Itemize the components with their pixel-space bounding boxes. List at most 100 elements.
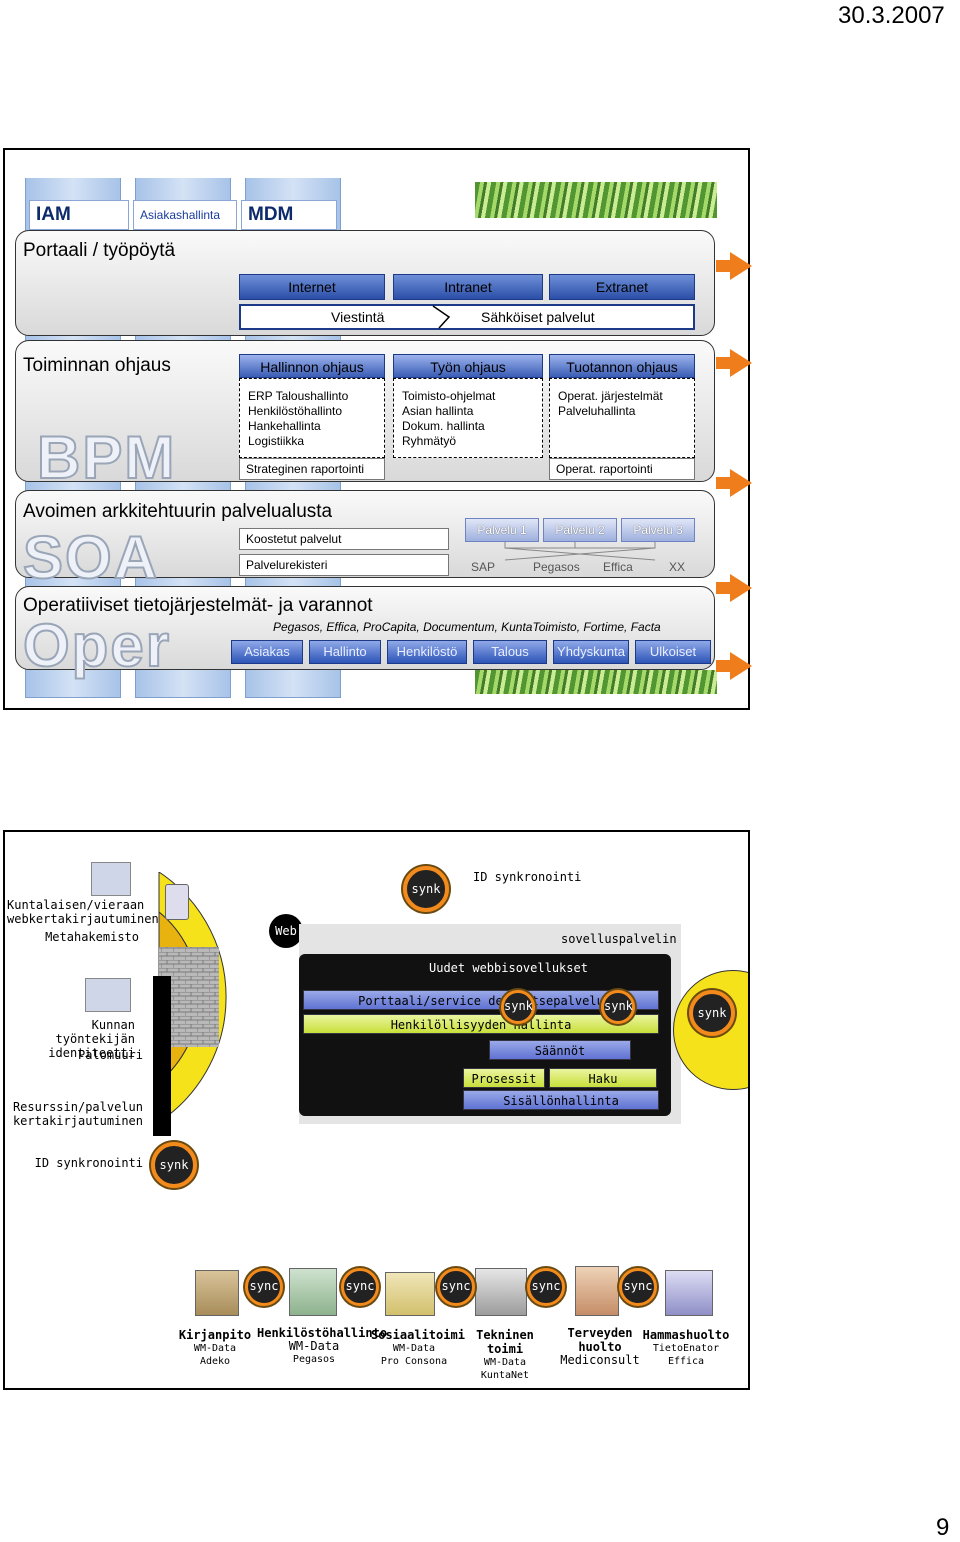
strateginen-raportointi: Strateginen raportointi (239, 458, 385, 480)
item: Logistiikka (248, 434, 305, 448)
soa-title: Avoimen arkkitehtuurin palvelualusta (23, 501, 333, 522)
synk-node-right: synk (689, 990, 735, 1036)
org-name: Sosiaalitoimi (371, 1328, 465, 1342)
item: Dokum. hallinta (402, 419, 485, 433)
label-kuntalaisen: Kuntalaisen/vieraan webkertakirjautumine… (7, 898, 159, 926)
col-tyon-items: Toimisto-ohjelmat Asian hallinta Dokum. … (393, 378, 543, 458)
backend-pegasos: Pegasos (533, 560, 580, 574)
org-line: WM-Data (392, 1343, 436, 1354)
domain-talous: Talous (473, 640, 547, 664)
org-line: WM-Data (288, 1339, 340, 1353)
org-terveyden-huolto: Terveyden huolto Mediconsult (557, 1326, 643, 1367)
domain-henkilosto: Henkilöstö (387, 640, 467, 664)
uudet-label: Uudet webbisovellukset (429, 961, 588, 975)
tab-iam: IAM (29, 200, 129, 230)
web-label: Web (275, 924, 297, 938)
saannot-bar: Säännöt (489, 1040, 631, 1060)
sync-label: sync (531, 1279, 561, 1293)
col-hallinnon-header: Hallinnon ohjaus (239, 354, 385, 378)
domain-yhdyskunta: Yhdyskunta (553, 640, 629, 664)
org-kirjanpito: Kirjanpito WM-Data Adeko (175, 1328, 255, 1368)
label-kunnan: Kunnan työntekijän identiteetti (48, 1018, 135, 1060)
org-line: Adeko (199, 1356, 231, 1367)
user-photo-icon (91, 862, 131, 896)
building-icon (475, 1268, 527, 1316)
toiminnan-title: Toiminnan ohjaus (23, 355, 171, 376)
arrow-stub (716, 260, 730, 272)
label-metahakemisto: Metahakemisto (45, 930, 139, 944)
sovelluspalvelin-label: sovelluspalvelin (561, 932, 677, 946)
net-internet: Internet (239, 274, 385, 300)
net-intranet: Intranet (393, 274, 543, 300)
oper-title: Operatiiviset tietojärjestelmät- ja vara… (23, 595, 373, 616)
synk-label: synk (411, 882, 441, 896)
building-icon (195, 1270, 239, 1316)
date: 30.3.2007 (838, 2, 945, 29)
synk-node-inner-2: synk (601, 990, 635, 1024)
sync-label: sync (249, 1279, 279, 1293)
koostetut-palvelut: Koostetut palvelut (239, 528, 449, 550)
item: Operat. järjestelmät (558, 389, 663, 403)
org-line: Mediconsult (560, 1353, 640, 1367)
haku-bar: Haku (549, 1068, 657, 1088)
zigzag-divider (432, 305, 451, 329)
sync-label: sync (623, 1279, 653, 1293)
synk-label: synk (604, 999, 633, 1013)
org-name: Tekninen toimi (476, 1328, 534, 1356)
pda-icon (165, 884, 189, 920)
grass-strip-bottom (475, 670, 717, 694)
org-line: WM-Data (193, 1343, 237, 1354)
building-icon (289, 1268, 337, 1316)
bpm-watermark: BPM (36, 424, 177, 491)
soa-watermark: SOA (22, 524, 160, 591)
org-name: Hammashuolto (642, 1328, 730, 1342)
service-2: Palvelu 2 (543, 518, 617, 542)
grass-strip-top (475, 182, 717, 218)
item: Palveluhallinta (558, 404, 636, 418)
tab-asiakashallinta: Asiakashallinta (133, 200, 237, 230)
sisallon-bar: Sisällönhallinta (463, 1090, 659, 1110)
architecture-slide: IAM Asiakashallinta MDM Portaali / työpö… (3, 148, 750, 710)
arrow-right-icon (730, 469, 752, 497)
org-line: Pegasos (292, 1354, 336, 1365)
viestinta-box (239, 304, 695, 330)
item: Ryhmätyö (402, 434, 457, 448)
service-1: Palvelu 1 (465, 518, 539, 542)
identity-slide: Kuntalaisen/vieraan webkertakirjautumine… (3, 830, 750, 1390)
org-line: Effica (667, 1356, 705, 1367)
oper-watermark: Oper (22, 612, 172, 679)
domain-asiakas: Asiakas (231, 640, 303, 664)
web-node: Web (269, 914, 303, 948)
black-pillar (153, 976, 171, 1136)
synk-label: synk (159, 1158, 189, 1172)
arrow-right-icon (730, 349, 752, 377)
arrow-right-icon (730, 252, 752, 280)
item: Asian hallinta (402, 404, 474, 418)
sync-node-4: sync (527, 1268, 565, 1306)
building-icon (665, 1270, 713, 1316)
viestinta-label: Viestintä (331, 309, 385, 325)
item: Henkilöstöhallinto (248, 404, 343, 418)
sync-node-2: sync (341, 1268, 379, 1306)
org-henkilostohallinto: Henkilöstöhallinto WM-Data Pegasos (257, 1326, 388, 1366)
org-line: KuntaNet (480, 1370, 530, 1381)
org-sosiaalitoimi: Sosiaalitoimi WM-Data Pro Consona (371, 1328, 465, 1368)
sahkoiset-label: Sähköiset palvelut (481, 309, 595, 325)
service-links (504, 542, 656, 561)
org-name: Henkilöstöhallinto (257, 1326, 388, 1340)
org-hammashuolto: Hammashuolto TietoEnator Effica (641, 1328, 731, 1368)
sync-node-3: sync (437, 1268, 475, 1306)
label-id-synk-bottom: ID synkronointi (34, 1156, 143, 1170)
building-icon (575, 1266, 619, 1316)
item: Toimisto-ohjelmat (402, 389, 496, 403)
portal-title: Portaali / työpöytä (23, 240, 176, 261)
service-3: Palvelu 3 (621, 518, 695, 542)
arrow-stub (716, 357, 730, 369)
net-extranet: Extranet (549, 274, 695, 300)
arrow-right-icon (730, 652, 752, 680)
domain-ulkoiset: Ulkoiset (635, 640, 711, 664)
tab-mdm: MDM (241, 200, 337, 230)
org-name: Terveyden huolto (567, 1326, 633, 1354)
backend-xx: XX (669, 560, 686, 574)
label-palomuuri: Palomuuri (77, 1048, 143, 1062)
